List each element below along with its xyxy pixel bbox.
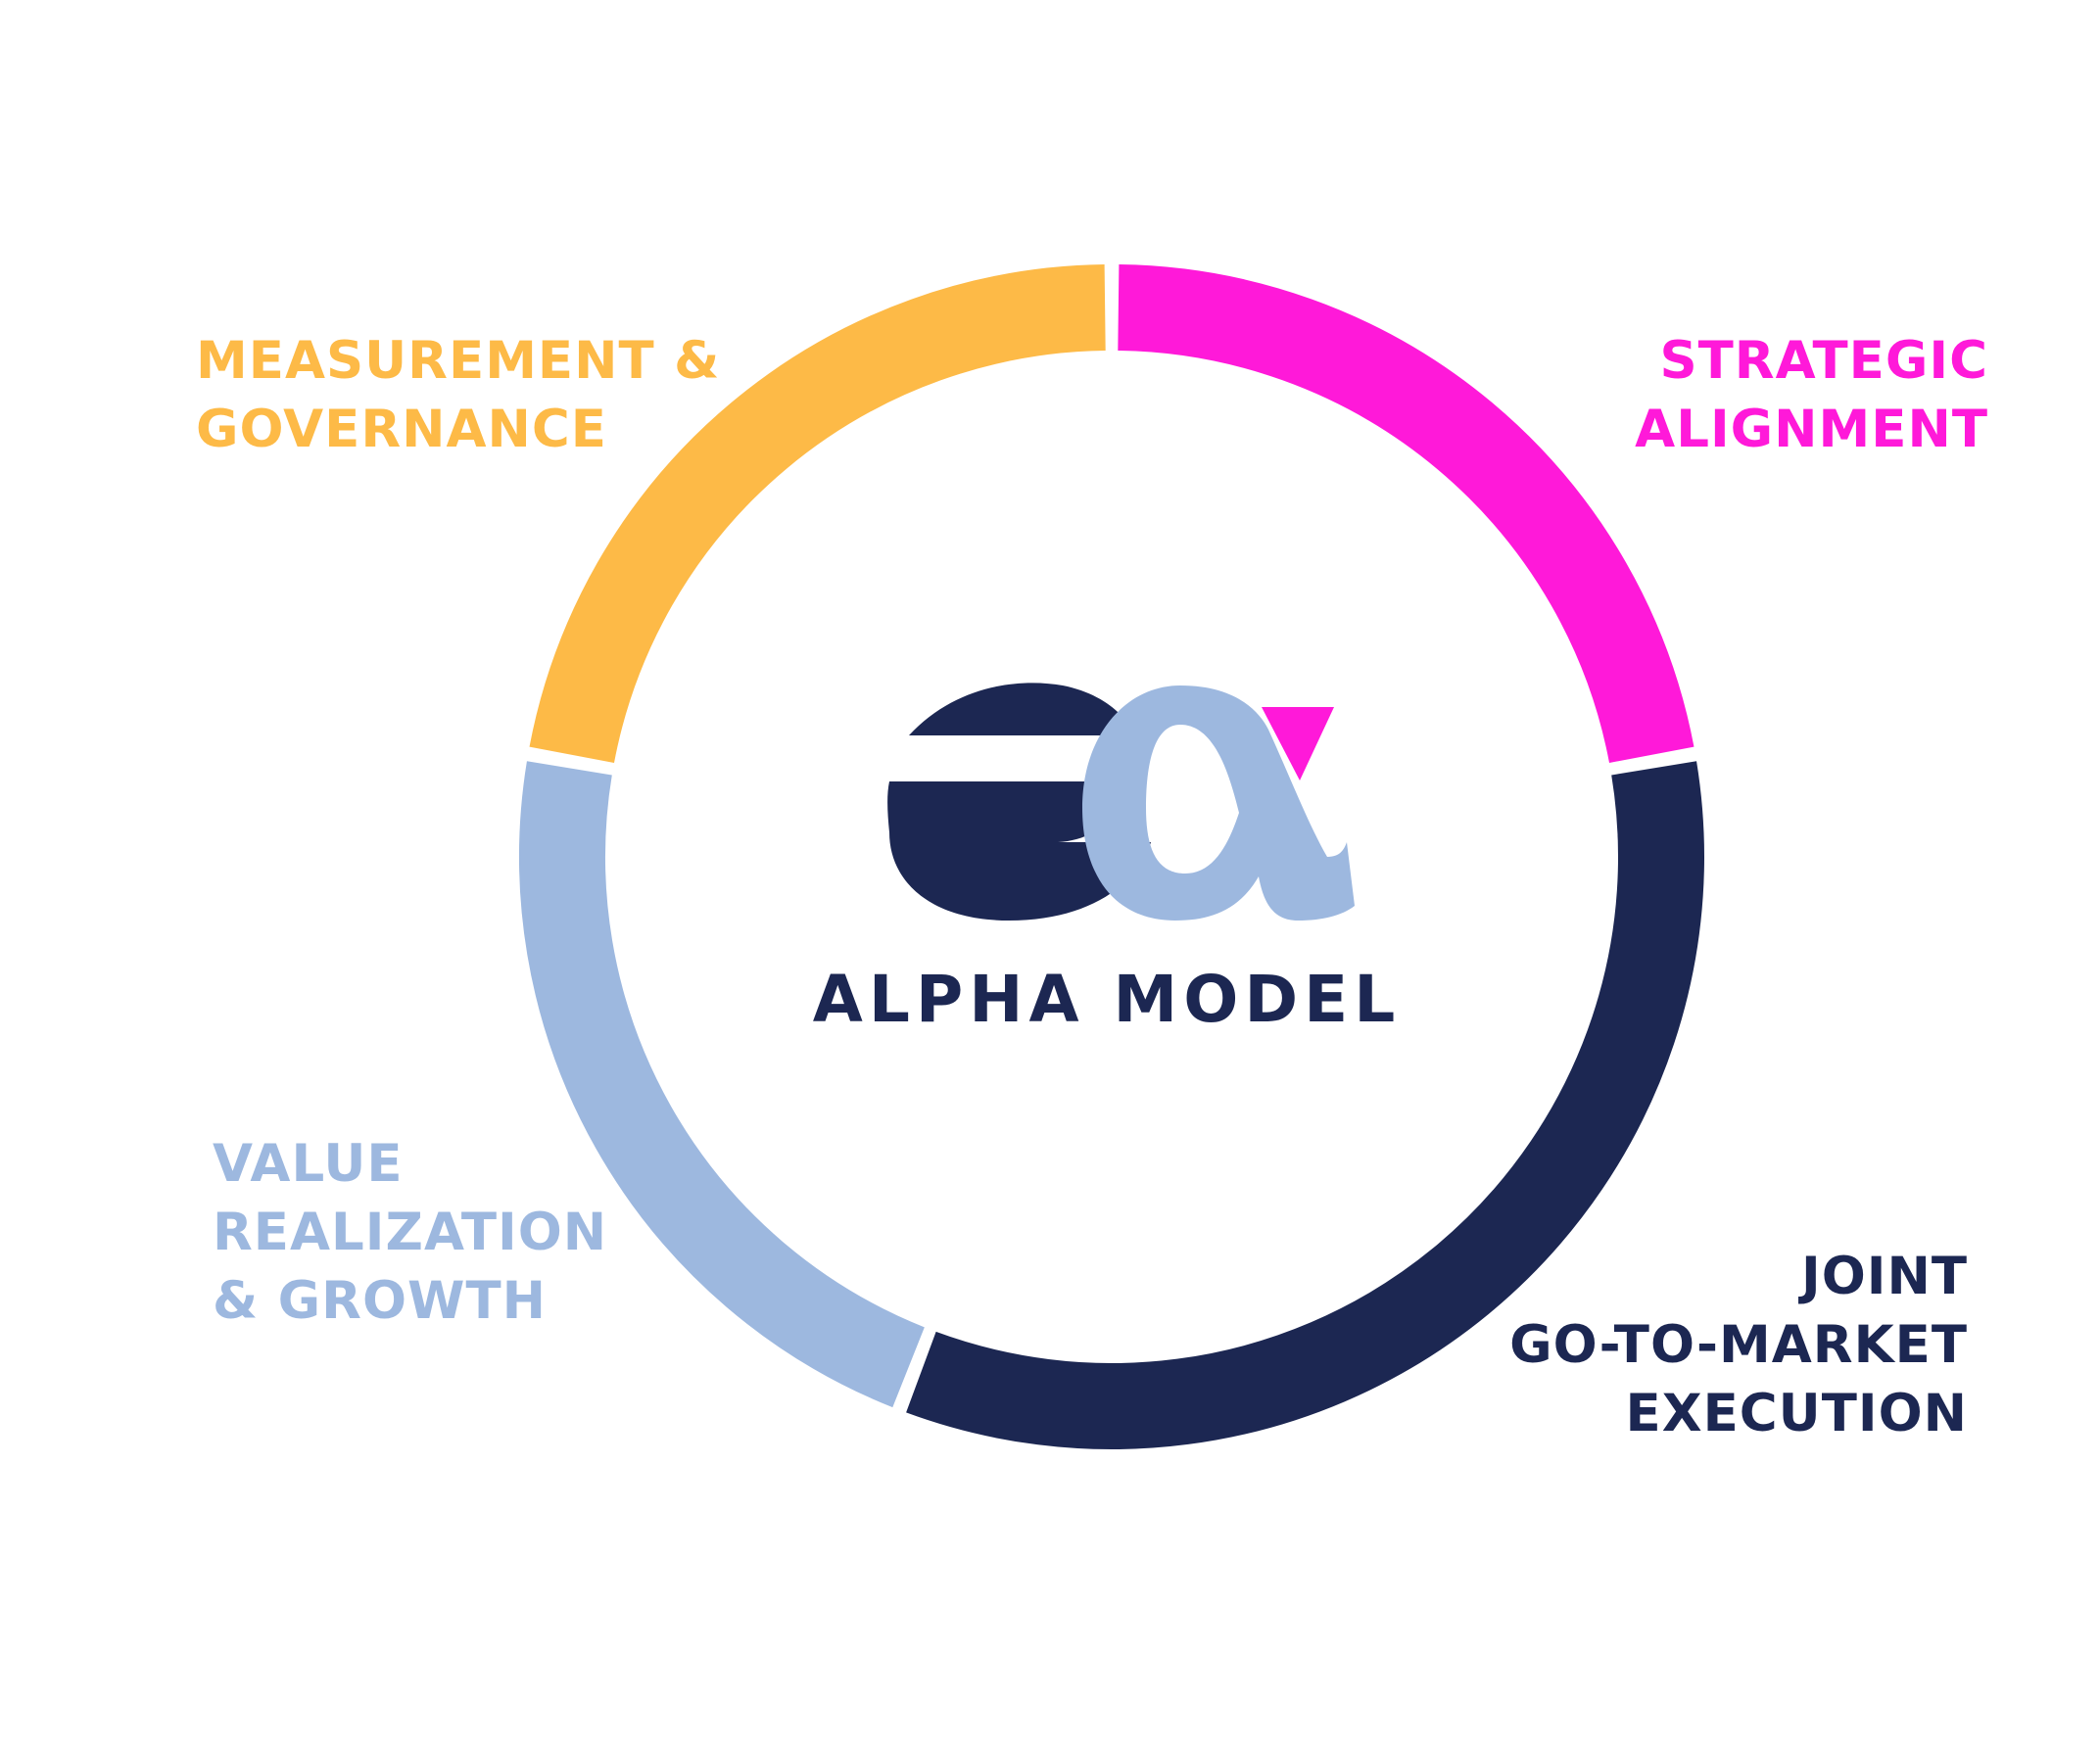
label-measurement-governance: MEASUREMENT & GOVERNANCE <box>196 327 720 464</box>
label-line: REALIZATION <box>213 1203 608 1262</box>
label-strategic-alignment: STRATEGIC ALIGNMENT <box>1635 327 1988 464</box>
ring-segment-measurement-governance <box>529 264 1106 764</box>
label-line: MEASUREMENT & <box>196 331 721 391</box>
alpha-model-logo <box>887 683 1355 921</box>
label-joint-go-to-market-execution: JOINT GO-TO-MARKET EXECUTION <box>1509 1243 1968 1448</box>
label-line: & GROWTH <box>213 1271 548 1331</box>
label-line: GOVERNANCE <box>196 400 607 459</box>
label-line: GO-TO-MARKET <box>1509 1315 1968 1375</box>
ring-segment-strategic-alignment <box>1118 264 1694 764</box>
label-line: JOINT <box>1800 1247 1968 1306</box>
label-line: VALUE <box>213 1134 404 1194</box>
label-line: EXECUTION <box>1625 1384 1968 1443</box>
label-line: STRATEGIC <box>1659 331 1988 391</box>
logo-alpha-glyph <box>1082 685 1355 921</box>
ring-segment-value-realization-growth <box>519 761 925 1408</box>
label-value-realization-growth: VALUE REALIZATION & GROWTH <box>213 1130 607 1336</box>
ring-segment-joint-go-to-market-execution <box>906 761 1704 1449</box>
label-line: ALIGNMENT <box>1635 400 1988 459</box>
center-title: ALPHA MODEL <box>812 962 1402 1037</box>
logo-triangle-icon <box>1262 707 1334 780</box>
logo-e-glyph <box>887 683 1151 921</box>
